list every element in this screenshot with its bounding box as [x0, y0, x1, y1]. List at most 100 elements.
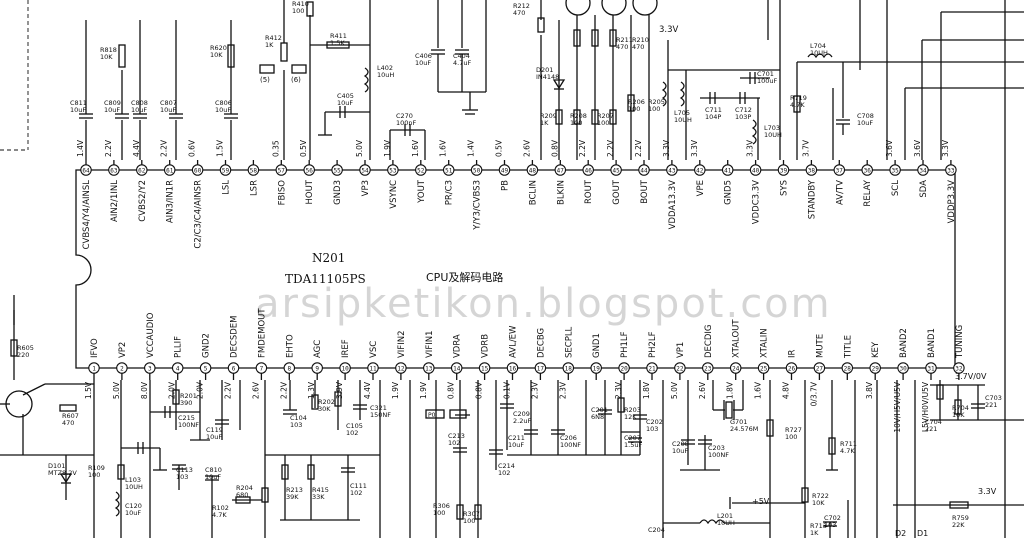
bottom-pin-row: 1IFVO1.5V2VP25.0V3VCCAUDIO8.0V4PLLIF2.0V… [84, 308, 965, 433]
bottom-pin-voltage: 5.0V [670, 381, 679, 399]
top-pin-marker [749, 164, 762, 176]
bottom-pin-number: 25 [760, 366, 768, 373]
top-pin-number: 64 [82, 168, 90, 175]
bottom-pin-voltage: 4.8V [782, 381, 791, 399]
bottom-pin-marker [144, 362, 156, 374]
top-pin-marker [498, 164, 511, 176]
bottom-pin-name: TITLE [843, 335, 853, 359]
top-pin-name: AIN2/1INL [110, 180, 120, 222]
bottom-pin-name: BAND2 [899, 328, 909, 358]
top-pin-voltage: 2.6V [522, 139, 531, 157]
bottom-pin-name: SECPLL [564, 326, 574, 358]
bottom-pin-marker [646, 362, 658, 374]
top-pin-voltage: 2.2V [104, 139, 113, 157]
top-circuit [79, 0, 1024, 538]
bottom-pin-name: MUTE [815, 334, 825, 358]
top-pin-voltage: 1.5V [216, 139, 225, 157]
top-pin-name: GND3 [333, 180, 343, 205]
bottom-pin-number: 24 [732, 366, 740, 373]
label-d2: D2 [895, 529, 906, 538]
bottom-pin-name: TUNING [955, 325, 965, 359]
top-pin-name: C2/C3/C4/AINSR [194, 180, 204, 249]
top-pin-number: 52 [417, 168, 425, 175]
bottom-pin-name: AGC [313, 340, 323, 358]
bottom-pin-number: 12 [397, 366, 405, 373]
top-pin-name: BLKIN [556, 180, 566, 205]
top-pin-name: CVBS2/Y2 [138, 180, 148, 222]
bottom-pin-name: DECBG [536, 328, 546, 358]
top-pin-voltage: 2.2V [578, 139, 587, 157]
bottom-pin-name: PH2LF [648, 331, 658, 358]
bottom-pin-name: BAND1 [927, 328, 937, 358]
bottom-pin-voltage: 1.9V [419, 381, 428, 399]
top-pin-voltage: 5.0V [355, 139, 364, 157]
bottom-pin-marker [311, 362, 323, 374]
ic-title: CPU及解码电路 [426, 270, 503, 284]
bottom-pin-name: VCCAUDIO [146, 312, 156, 358]
top-pin-voltage: 4.4V [132, 139, 141, 157]
top-pin-voltage: 3.3V [690, 139, 699, 157]
bottom-pin-name: VP1 [676, 342, 686, 358]
top-pin-marker [219, 164, 232, 176]
bottom-pin-marker [367, 362, 379, 374]
top-pin-marker [163, 164, 176, 176]
bottom-pin-marker [116, 362, 128, 374]
bottom-pin-voltage: 5.0V [112, 381, 121, 399]
bottom-pin-number: 19 [593, 366, 601, 373]
top-pin-marker [554, 164, 567, 176]
top-pin-name: LSR [249, 180, 259, 196]
top-pin-name: VPE [696, 180, 706, 196]
bottom-pin-name: VDRA [453, 334, 463, 358]
top-pin-name: BCLIN [528, 180, 538, 205]
top-pin-row: 64CVBS4/Y4/AINSL1.4V63AIN2/1INL2.2V62CVB… [76, 139, 957, 249]
connector-5: (5) [260, 76, 270, 84]
bottom-pin-number: 22 [676, 366, 684, 373]
top-pin-marker [275, 164, 288, 176]
bottom-pin-name: IREF [341, 339, 351, 358]
bottom-pin-voltage: 2.0V [168, 381, 177, 399]
bottom-pin-number: 20 [620, 366, 628, 373]
bottom-pin-name: PH1LF [620, 331, 630, 358]
top-pin-marker [721, 164, 734, 176]
bottom-pin-number: 31 [927, 366, 935, 373]
bottom-pin-marker [702, 362, 714, 374]
bottom-pin-name: IFVO [90, 338, 100, 358]
top-pin-marker [108, 164, 120, 176]
top-pin-name: STANDBY [807, 179, 817, 219]
supply-bottom-right: 3.3V [978, 487, 997, 496]
bottom-pin-marker [953, 362, 965, 374]
top-pin-marker [136, 164, 148, 176]
supply-plus5v: +5V [752, 497, 770, 506]
top-pin-name: RELAY [863, 179, 873, 206]
top-pin-name: GND5 [724, 180, 734, 205]
bottom-pin-number: 13 [425, 366, 433, 373]
top-pin-number: 54 [361, 168, 369, 175]
top-pin-voltage: 1.6V [439, 139, 448, 157]
bottom-pin-name: XTALIN [760, 328, 770, 358]
top-pin-number: 43 [668, 168, 676, 175]
bottom-pin-marker [227, 362, 240, 374]
bottom-pin-number: 5 [204, 366, 208, 373]
bottom-component-label: C204 [648, 526, 665, 534]
